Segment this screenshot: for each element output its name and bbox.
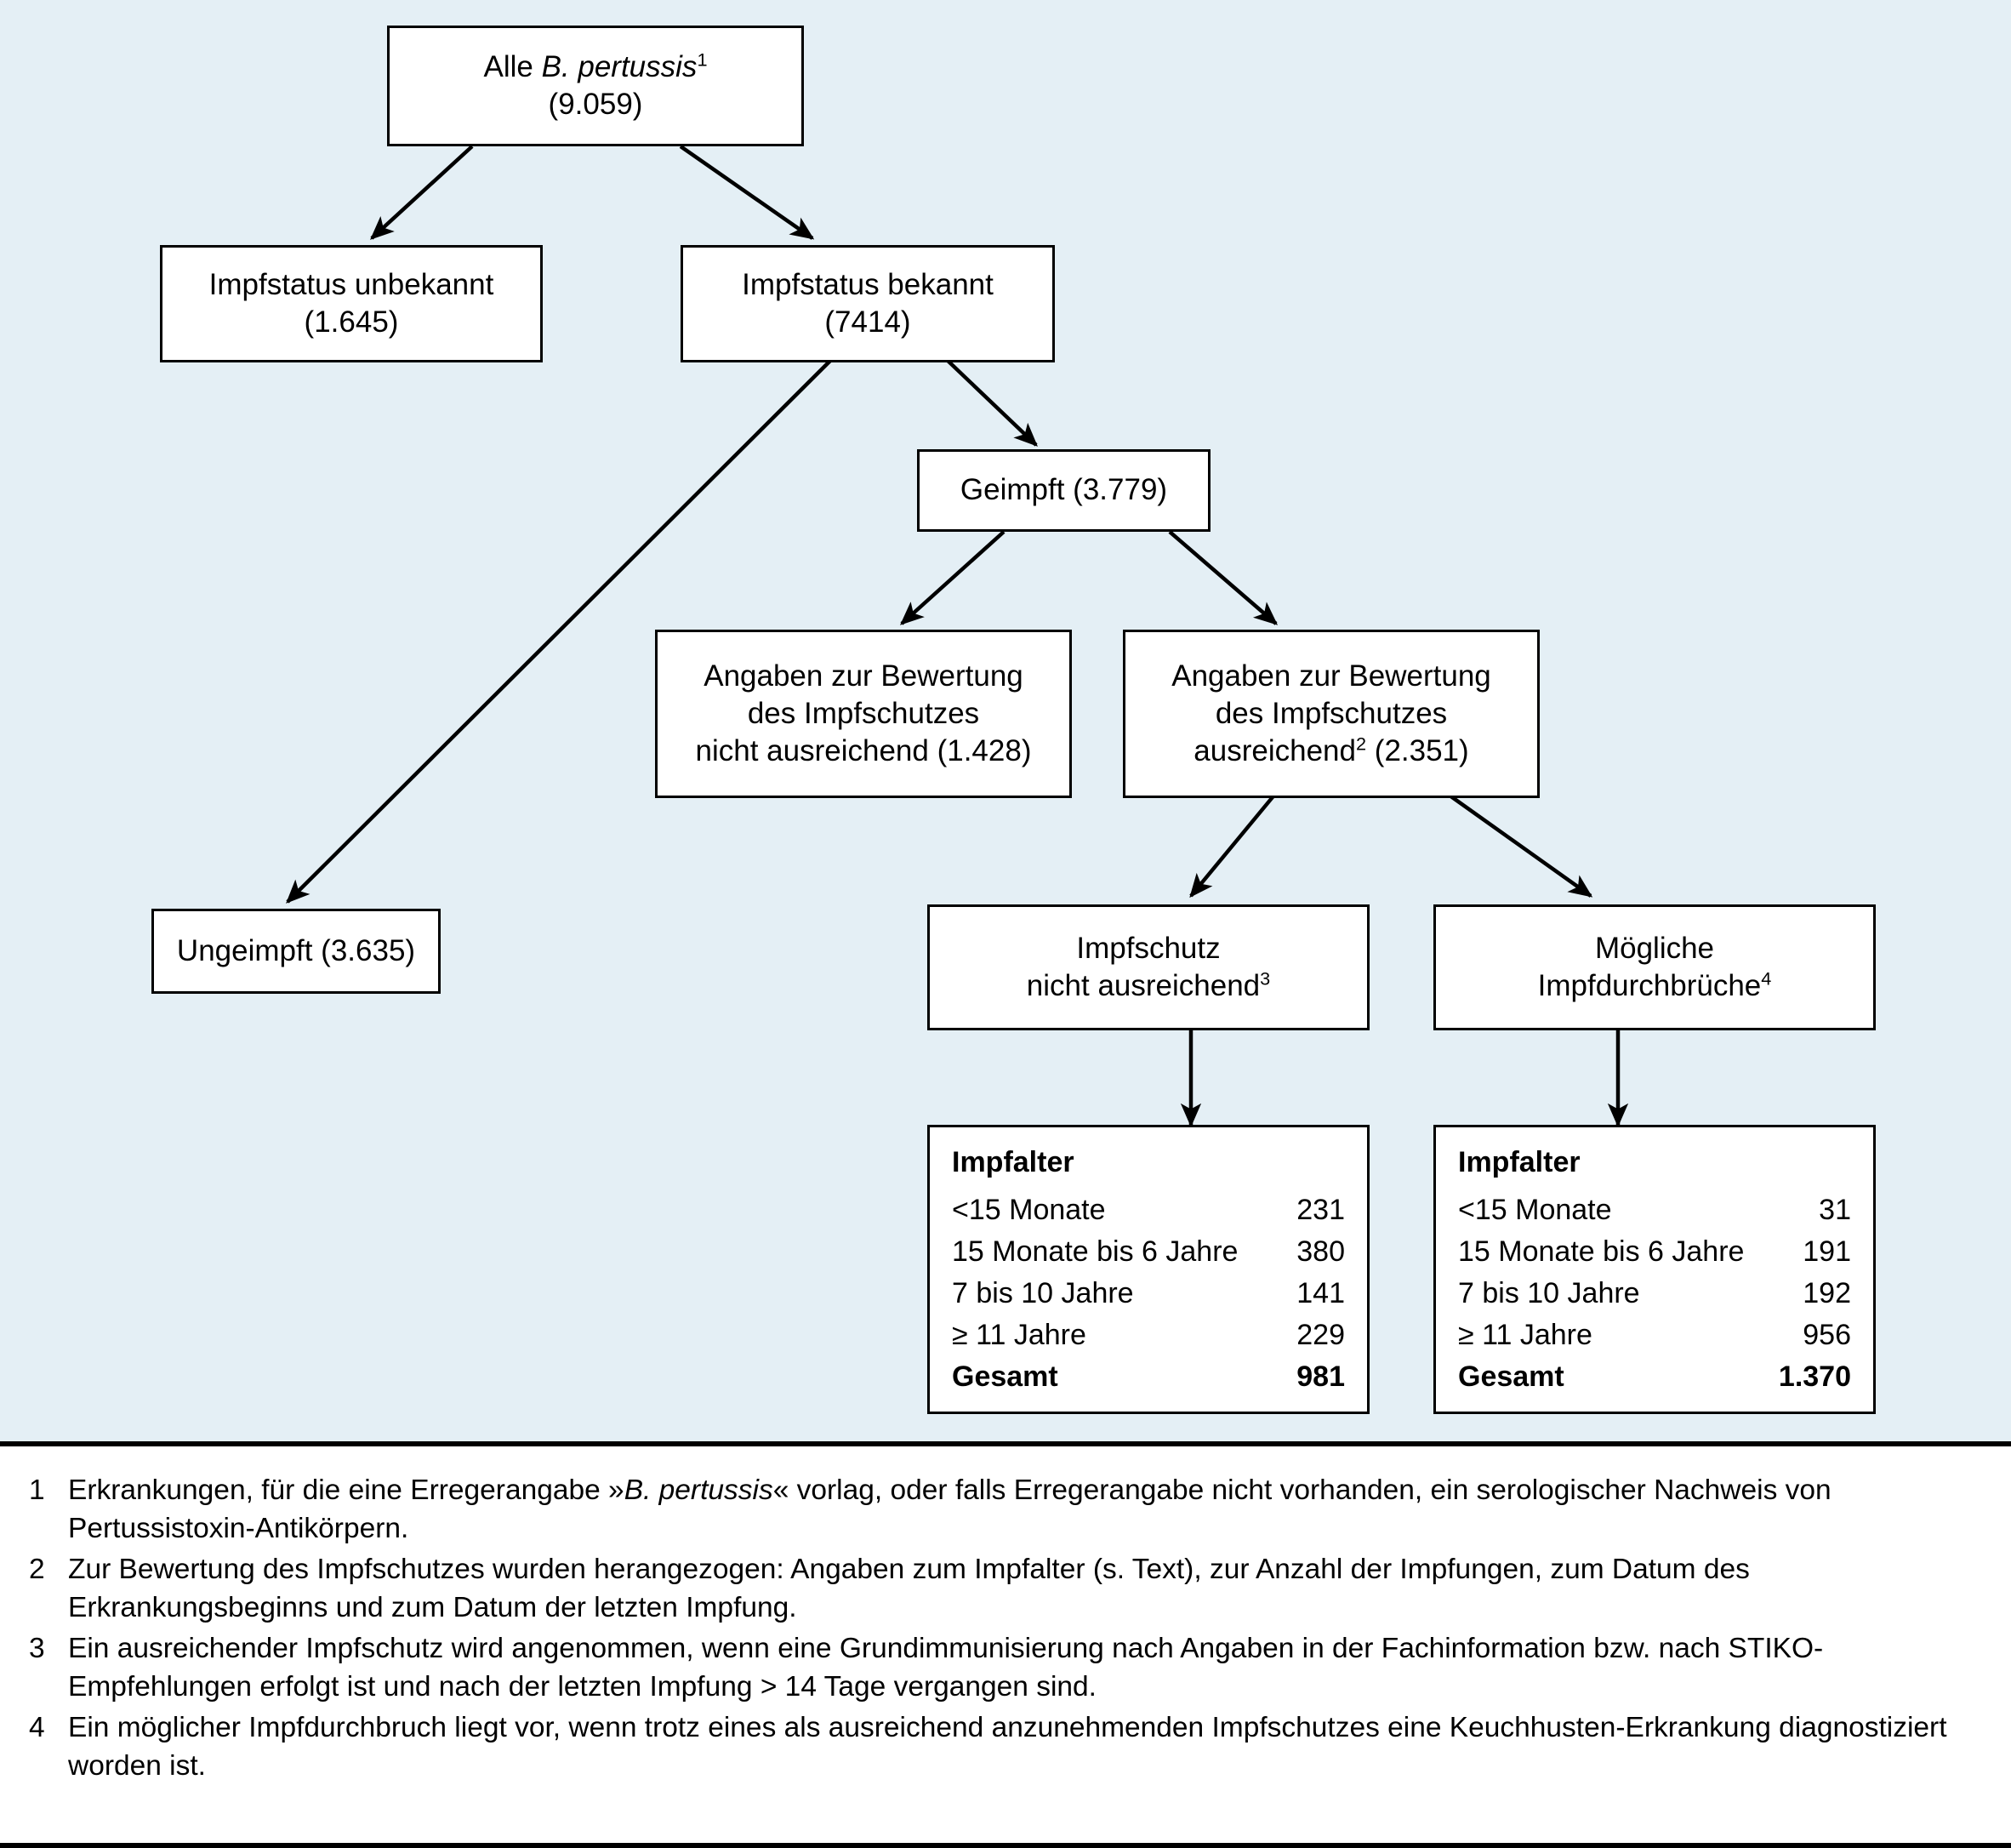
node-angaben-ausreichend-line3: ausreichend2 (2.351)	[1193, 733, 1469, 768]
node-ungeimpft[interactable]: Ungeimpft (3.635)	[151, 909, 441, 994]
row-value: 31	[1819, 1194, 1851, 1226]
footnote-1-number: 1	[29, 1474, 45, 1506]
node-impfschutz-nicht-ausreichend-line2: nicht ausreichend3	[1026, 967, 1271, 1002]
flowchart-connectors	[286, 145, 1629, 1127]
footnote-4: 4 Ein möglicher Impfdurchbruch liegt vor…	[29, 1709, 1982, 1785]
node-alle-b-pertussis[interactable]: Alle B. pertussis1 (9.059)	[387, 26, 804, 146]
row-label: 15 Monate bis 6 Jahre	[952, 1235, 1239, 1268]
table-row-total: Gesamt 1.370	[1458, 1356, 1851, 1398]
node-impfstatus-bekannt-line2: (7414)	[824, 305, 911, 339]
row-label: Gesamt	[952, 1360, 1058, 1393]
node-angaben-nicht-ausreichend[interactable]: Angaben zur Bewertung des Impfschutzes n…	[655, 630, 1072, 798]
footnote-3: 3 Ein ausreichender Impfschutz wird ange…	[29, 1630, 1982, 1706]
table-row-total: Gesamt 981	[952, 1356, 1345, 1398]
table-row: 7 bis 10 Jahre 141	[952, 1273, 1345, 1315]
node-angaben-nicht-ausreichend-line3: nicht ausreichend (1.428)	[695, 734, 1032, 768]
footnote-3-number: 3	[29, 1633, 45, 1665]
row-label: <15 Monate	[1458, 1194, 1612, 1226]
node-angaben-nicht-ausreichend-line1: Angaben zur Bewertung	[704, 659, 1023, 693]
row-value: 191	[1803, 1235, 1851, 1268]
footnote-1: 1 Erkrankungen, für die eine Erregeranga…	[29, 1472, 1982, 1548]
row-value: 380	[1296, 1235, 1345, 1268]
table-row: 7 bis 10 Jahre 192	[1458, 1273, 1851, 1315]
footnote-2-number: 2	[29, 1554, 45, 1586]
node-alle-b-pertussis-line2: (9.059)	[548, 88, 643, 121]
flowchart-panel: Alle B. pertussis1 (9.059) Impfstatus un…	[0, 0, 2011, 1441]
row-label: 7 bis 10 Jahre	[1458, 1277, 1640, 1309]
row-label: 7 bis 10 Jahre	[952, 1277, 1134, 1309]
node-impfschutz-nicht-ausreichend[interactable]: Impfschutz nicht ausreichend3	[927, 904, 1370, 1030]
footnote-2-text: Zur Bewertung des Impfschutzes wurden he…	[68, 1554, 1750, 1623]
node-impfschutz-nicht-ausreichend-line1: Impfschutz	[1076, 931, 1221, 965]
table-row: <15 Monate 231	[952, 1189, 1345, 1231]
row-label: ≥ 11 Jahre	[952, 1319, 1086, 1351]
row-value: 231	[1296, 1194, 1345, 1226]
node-impfstatus-bekannt-line1: Impfstatus bekannt	[742, 267, 994, 301]
node-impfstatus-bekannt[interactable]: Impfstatus bekannt (7414)	[681, 245, 1055, 362]
node-geimpft-line1: Geimpft (3.779)	[960, 473, 1168, 507]
table-row: ≥ 11 Jahre 229	[952, 1315, 1345, 1356]
node-impfstatus-unbekannt-line1: Impfstatus unbekannt	[208, 267, 494, 301]
table-impfalter-right-grid: <15 Monate 31 15 Monate bis 6 Jahre 191 …	[1458, 1189, 1851, 1398]
row-value: 192	[1803, 1277, 1851, 1309]
row-value: 141	[1296, 1277, 1345, 1309]
node-angaben-ausreichend[interactable]: Angaben zur Bewertung des Impfschutzes a…	[1123, 630, 1540, 798]
footnote-3-text: Ein ausreichender Impfschutz wird angeno…	[68, 1633, 1824, 1703]
table-row: 15 Monate bis 6 Jahre 380	[952, 1231, 1345, 1273]
node-moegliche-impfdurchbrueche-line1: Mögliche	[1594, 931, 1715, 965]
row-value: 1.370	[1778, 1360, 1851, 1393]
node-angaben-ausreichend-line1: Angaben zur Bewertung	[1171, 659, 1491, 693]
footnote-block: 1 Erkrankungen, für die eine Erregeranga…	[0, 1441, 2011, 1848]
footnote-2: 2 Zur Bewertung des Impfschutzes wurden …	[29, 1551, 1982, 1627]
node-geimpft[interactable]: Geimpft (3.779)	[917, 449, 1211, 532]
table-row: <15 Monate 31	[1458, 1189, 1851, 1231]
table-impfalter-left-grid: <15 Monate 231 15 Monate bis 6 Jahre 380…	[952, 1189, 1345, 1398]
node-impfstatus-unbekannt-line2: (1.645)	[304, 305, 399, 339]
table-row: 15 Monate bis 6 Jahre 191	[1458, 1231, 1851, 1273]
row-label: <15 Monate	[952, 1194, 1106, 1226]
table-impfalter-left[interactable]: Impfalter <15 Monate 231 15 Monate bis 6…	[927, 1125, 1370, 1414]
row-label: Gesamt	[1458, 1360, 1564, 1393]
row-label: ≥ 11 Jahre	[1458, 1319, 1592, 1351]
node-angaben-ausreichend-line2: des Impfschutzes	[1215, 696, 1448, 730]
table-row: ≥ 11 Jahre 956	[1458, 1315, 1851, 1356]
row-label: 15 Monate bis 6 Jahre	[1458, 1235, 1745, 1268]
footnote-1-text: Erkrankungen, für die eine Erregerangabe…	[68, 1474, 1832, 1544]
row-value: 981	[1296, 1360, 1345, 1393]
node-moegliche-impfdurchbrueche[interactable]: Mögliche Impfdurchbrüche4	[1433, 904, 1876, 1030]
footnote-4-number: 4	[29, 1712, 45, 1744]
node-ungeimpft-line1: Ungeimpft (3.635)	[176, 933, 416, 967]
table-impfalter-right[interactable]: Impfalter <15 Monate 31 15 Monate bis 6 …	[1433, 1125, 1876, 1414]
table-impfalter-left-header: Impfalter	[952, 1146, 1074, 1178]
node-angaben-nicht-ausreichend-line2: des Impfschutzes	[747, 696, 980, 730]
node-impfstatus-unbekannt[interactable]: Impfstatus unbekannt (1.645)	[160, 245, 543, 362]
row-value: 229	[1296, 1319, 1345, 1351]
node-moegliche-impfdurchbrueche-line2: Impfdurchbrüche4	[1537, 967, 1772, 1002]
table-impfalter-right-header: Impfalter	[1458, 1146, 1581, 1178]
row-value: 956	[1803, 1319, 1851, 1351]
footnote-4-text: Ein möglicher Impfdurchbruch liegt vor, …	[68, 1712, 1947, 1782]
node-alle-b-pertussis-line1: Alle B. pertussis1	[483, 48, 708, 83]
